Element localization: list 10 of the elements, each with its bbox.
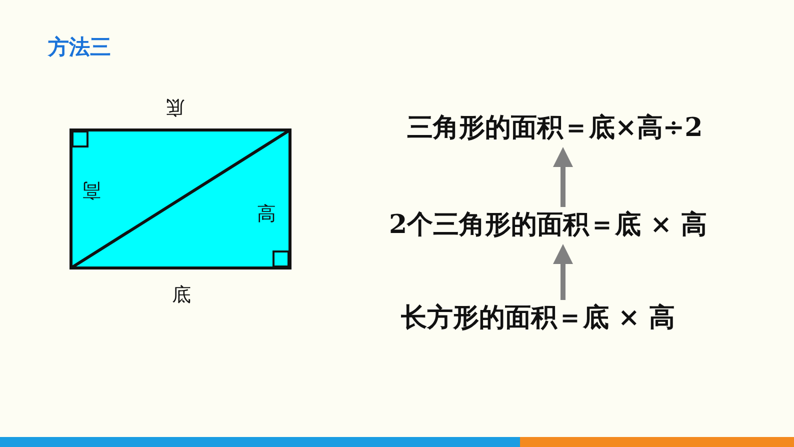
arrow <box>553 147 573 207</box>
inverted-side-label: 底 <box>166 96 185 118</box>
side-label: 高 <box>257 203 276 225</box>
formula-text: 三角形的面积＝底×高÷2 <box>407 112 703 144</box>
formula-text: 长方形的面积＝底 × 高 <box>401 302 675 334</box>
arrow <box>553 244 573 300</box>
slide-title: 方法三 <box>48 34 111 61</box>
inverted-side-label: 高 <box>82 179 101 201</box>
side-label: 底 <box>172 284 191 306</box>
formula-text: 2个三角形的面积＝底 × 高 <box>389 209 707 241</box>
